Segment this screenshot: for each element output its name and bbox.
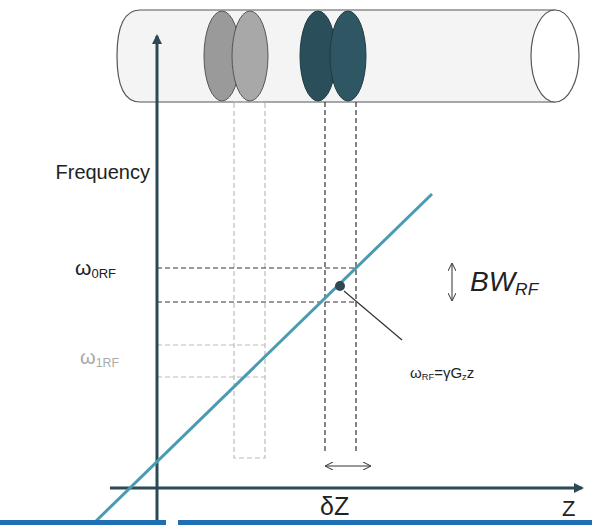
cylinder-end <box>531 10 579 102</box>
dark-guide <box>324 102 325 452</box>
footer-bar <box>178 520 592 525</box>
frequency-axis <box>156 36 159 525</box>
gradient-line <box>95 194 432 522</box>
axis-label: Z <box>562 498 575 520</box>
dark-guide <box>157 267 356 268</box>
thickness-label: δZ <box>320 494 349 519</box>
footer-bar <box>0 520 166 525</box>
cylinder-body <box>117 10 555 102</box>
grey-guide <box>234 102 265 458</box>
equation-label: ωRF=γGzz <box>410 365 474 380</box>
bandwidth-label: BWRF <box>470 268 538 296</box>
dark-guide <box>355 102 356 452</box>
guide-lines <box>157 102 356 458</box>
cylinder <box>117 10 579 102</box>
leader-line <box>344 291 402 340</box>
dark-guide <box>157 301 356 302</box>
bandwidth-arrow <box>452 264 453 300</box>
axis-label: Frequency <box>56 162 151 182</box>
thickness-arrow <box>326 466 370 467</box>
grey-guide <box>157 344 265 345</box>
grey-guide <box>157 376 265 377</box>
slice-disc <box>232 11 268 101</box>
frequency-label: ω1RF <box>80 347 119 367</box>
frequency-label: ω0RF <box>75 257 116 278</box>
slice-disc <box>330 11 366 101</box>
point-marker <box>335 281 345 291</box>
z-axis <box>110 487 582 490</box>
